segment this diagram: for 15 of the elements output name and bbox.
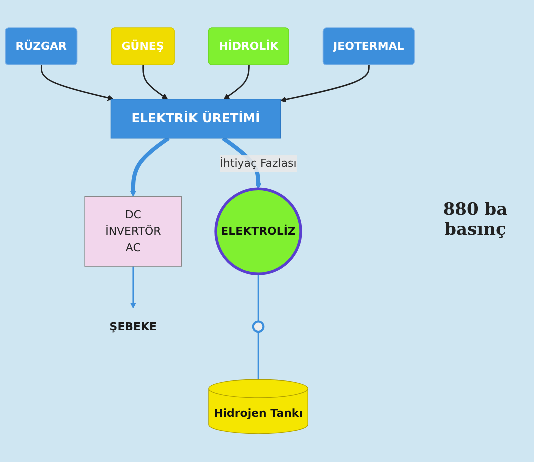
arrow	[130, 136, 170, 197]
arrow	[224, 65, 250, 100]
arrow	[130, 266, 136, 309]
arrow	[280, 65, 370, 103]
node-circle	[252, 320, 265, 334]
node-box: DC İNVERTÖR AC	[84, 196, 182, 267]
pressure-note: 880 ba basınç	[442, 200, 509, 240]
node-text: ŞEBEKE	[110, 320, 158, 334]
arrow	[40, 65, 114, 102]
arrow	[142, 65, 168, 100]
connector	[258, 332, 260, 380]
edge-label: İhtiyaç Fazlası	[220, 156, 297, 170]
node-circle: ELEKTROLİZ	[214, 188, 302, 276]
connector	[258, 274, 260, 322]
node-box: ELEKTRİK ÜRETİMİ	[110, 99, 282, 139]
